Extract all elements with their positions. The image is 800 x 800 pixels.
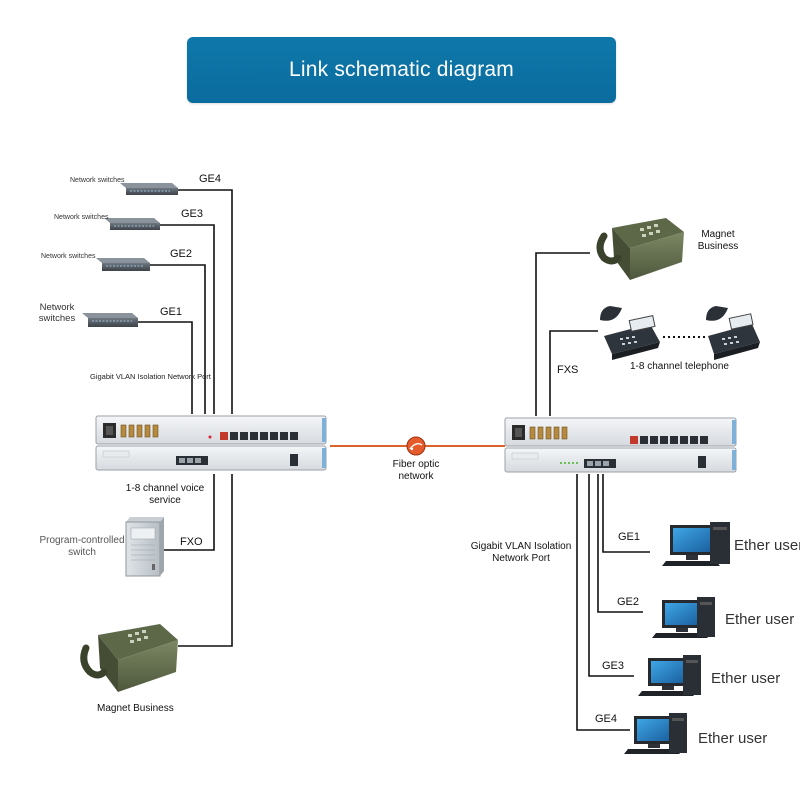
pbx-label: Program-controlled switch bbox=[39, 535, 125, 558]
right-vlan-port-label: Gigabit VLAN Isolation Network Port bbox=[470, 541, 572, 564]
port-label-ge3: GE3 bbox=[181, 208, 204, 220]
program-controlled-switch-cabinet bbox=[125, 517, 164, 577]
user-port-label-ge2: GE2 bbox=[617, 596, 640, 608]
user-port-label-ge4: GE4 bbox=[595, 713, 618, 725]
right-wires bbox=[535, 252, 708, 731]
left-magnet-label: Magnet Business bbox=[97, 703, 174, 714]
diagram-title: Link schematic diagram bbox=[187, 37, 616, 103]
ether-user-label-3: Ether user bbox=[711, 670, 781, 687]
wire-right-magnet bbox=[535, 252, 590, 416]
wire-ge3 bbox=[160, 224, 215, 414]
switch-device-ge1 bbox=[82, 313, 138, 327]
left-vlan-port-label: Gigabit VLAN Isolation Network Port bbox=[90, 372, 211, 381]
wire-ge2 bbox=[150, 264, 206, 414]
wire-user-ge3 bbox=[588, 474, 634, 677]
left-magnet-phone-icon bbox=[80, 624, 178, 692]
wire-left-magnet bbox=[178, 474, 233, 647]
switch-device-ge3 bbox=[104, 218, 160, 230]
fiber-network-label: Fiber optic network bbox=[392, 459, 440, 482]
port-label-ge1: GE1 bbox=[160, 306, 183, 318]
right-rack-device bbox=[504, 417, 737, 473]
wire-fxo bbox=[164, 474, 215, 551]
switch-label-ge3: Network switches bbox=[54, 214, 109, 221]
desk-telephone-1-icon bbox=[600, 306, 660, 360]
wire-user-ge2 bbox=[597, 474, 643, 613]
ether-user-label-2: Ether user bbox=[725, 611, 795, 628]
ether-user-computer-2-icon bbox=[652, 597, 715, 638]
switch-label-ge2: Network switches bbox=[41, 253, 96, 260]
ether-user-label-4: Ether user bbox=[698, 730, 768, 747]
switch-label-ge1: Network switches bbox=[38, 302, 76, 324]
telephone-label: 1-8 channel telephone bbox=[630, 361, 729, 372]
left-rack-device bbox=[95, 415, 327, 471]
ether-user-computer-4-icon bbox=[624, 713, 687, 754]
port-label-ge2: GE2 bbox=[170, 248, 193, 260]
voice-service-label: 1-8 channel voice service bbox=[125, 483, 205, 506]
port-label-fxo: FXO bbox=[180, 536, 203, 548]
wire-ge4 bbox=[178, 189, 233, 414]
ether-user-computer-1-icon bbox=[662, 522, 730, 566]
diagram-title-text: Link schematic diagram bbox=[289, 58, 514, 81]
ether-user-label-1: Ether user bbox=[734, 537, 800, 554]
switch-device-ge4 bbox=[120, 183, 178, 195]
left-switches bbox=[82, 183, 178, 327]
switch-label-ge4: Network switches bbox=[70, 177, 125, 184]
user-port-label-ge1: GE1 bbox=[618, 531, 641, 543]
wire-user-ge1 bbox=[602, 474, 650, 553]
wire-fxs bbox=[549, 330, 598, 416]
port-label-ge4: GE4 bbox=[199, 173, 222, 185]
wire-user-ge4 bbox=[576, 474, 630, 731]
right-magnet-label: Magnet Business bbox=[697, 229, 739, 252]
desk-telephone-8-icon bbox=[706, 306, 760, 360]
user-port-label-ge3: GE3 bbox=[602, 660, 625, 672]
left-wires bbox=[138, 189, 233, 647]
wire-ge1 bbox=[138, 321, 193, 414]
switch-device-ge2 bbox=[96, 258, 150, 271]
fiber-link bbox=[330, 436, 505, 456]
port-label-fxs: FXS bbox=[557, 364, 579, 376]
fiber-icon bbox=[406, 436, 426, 456]
right-magnet-phone-icon bbox=[596, 218, 684, 280]
ether-user-computer-3-icon bbox=[638, 655, 701, 696]
